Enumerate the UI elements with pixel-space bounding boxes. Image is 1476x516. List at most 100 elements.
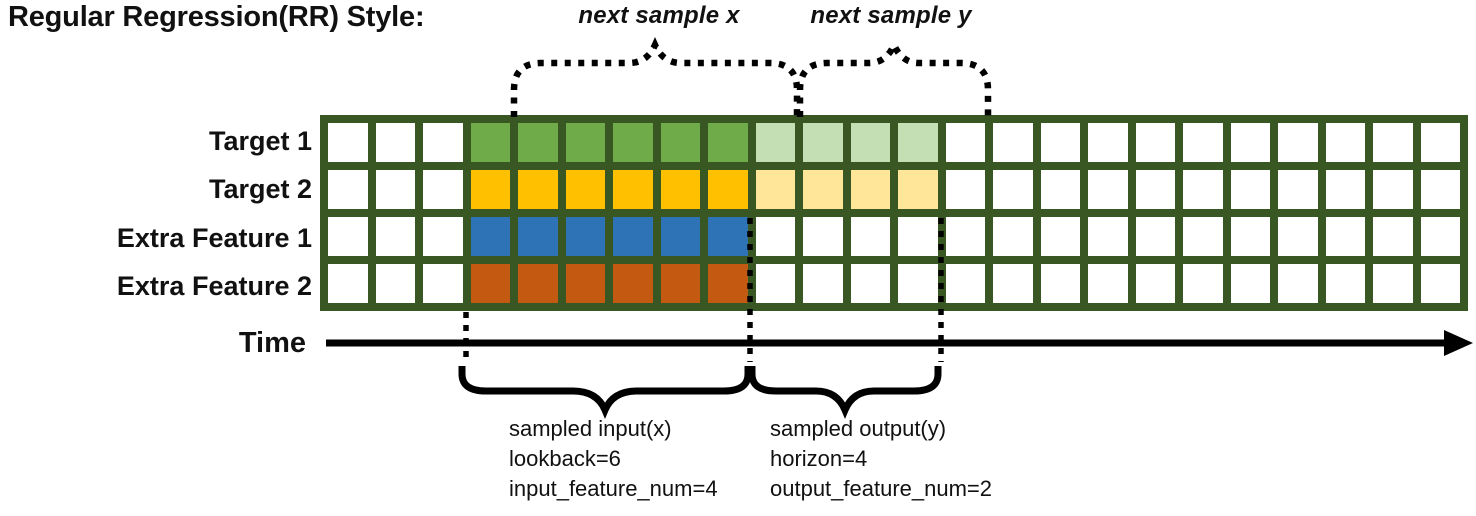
grid-cell [613,217,653,256]
grid-cell [1230,123,1270,162]
grid-cell [565,264,605,303]
grid-cell [660,217,700,256]
grid-cell [1325,170,1365,209]
grid-cell [1230,264,1270,303]
grid-cell [1373,170,1413,209]
grid-cell [1230,217,1270,256]
grid-cell [1420,123,1460,162]
grid-cell [1088,170,1128,209]
grid-cell [1040,170,1080,209]
grid-cell [423,264,463,303]
grid-cell [850,123,890,162]
grid-cell [898,123,938,162]
grid-cell [850,170,890,209]
grid-cell [1325,123,1365,162]
grid-cell [565,123,605,162]
row-label-extra-feature-1: Extra Feature 1 [116,222,312,253]
grid-cell [898,264,938,303]
grid-cell [1325,217,1365,256]
grid-cell [1325,264,1365,303]
row-label-extra-feature-2: Extra Feature 2 [116,271,312,302]
grid-cell [1183,170,1223,209]
grid-cell [1373,217,1413,256]
grid-cell [1088,123,1128,162]
row-label-target-2: Target 2 [208,174,312,205]
input-feature-num-value: input_feature_num=4 [509,476,718,501]
grid-cell [755,123,795,162]
grid-cell [803,217,843,256]
diagram-title: Regular Regression(RR) Style: [8,1,425,33]
grid-cell [850,264,890,303]
grid-cell [708,170,748,209]
grid-cell [470,217,510,256]
sampled-input-annotation: sampled input(x) lookback=6 input_featur… [509,414,718,504]
grid-cell [1420,170,1460,209]
grid-cell [423,123,463,162]
grid-cell [1278,264,1318,303]
grid-cell [708,217,748,256]
sampled-output-title: sampled output(y) [770,416,947,441]
grid-cell [518,170,558,209]
grid-cell [565,217,605,256]
grid-cell [518,264,558,303]
grid-cell [423,170,463,209]
grid-cell [375,170,415,209]
grid-cell [1135,264,1175,303]
grid-cell [803,123,843,162]
sampled-input-brace [458,366,752,420]
grid-cell [518,217,558,256]
grid-cell [1278,123,1318,162]
grid-cell [708,264,748,303]
grid-cell [945,217,985,256]
sampled-input-title: sampled input(x) [509,416,672,441]
grid-cell [1183,123,1223,162]
row-label-target-1: Target 1 [208,125,312,156]
grid-cell [470,170,510,209]
sampled-output-annotation: sampled output(y) horizon=4 output_featu… [770,414,992,504]
grid-cell [945,123,985,162]
grid-cell [613,123,653,162]
grid-cell [1373,123,1413,162]
grid-cell [470,264,510,303]
grid-cell [518,123,558,162]
grid-cell [565,170,605,209]
grid-cell [993,264,1033,303]
grid-cell [470,123,510,162]
grid-cell [755,217,795,256]
grid-cell [1135,170,1175,209]
lookback-value: lookback=6 [509,446,621,471]
grid-cell [708,123,748,162]
grid-cell [945,264,985,303]
grid-cell [613,170,653,209]
grid-cell [423,217,463,256]
horizon-value: horizon=4 [770,446,868,471]
grid-cell [1135,123,1175,162]
sampled-output-brace [748,366,942,420]
grid-cell [1278,170,1318,209]
grid-cell [1040,217,1080,256]
grid-cell [1135,217,1175,256]
grid-cell [1230,170,1270,209]
sample-grid [320,115,1468,311]
grid-cell [660,264,700,303]
grid-cell [755,264,795,303]
grid-cell [375,264,415,303]
grid-cell [1183,217,1223,256]
grid-cell [1088,217,1128,256]
next-sample-y-label: next sample y [810,2,972,29]
time-axis-label: Time [238,327,306,359]
row-label-column: Target 1 Target 2 Extra Feature 1 Extra … [0,117,312,311]
grid-cell [613,264,653,303]
grid-cell [803,264,843,303]
grid-cell [993,170,1033,209]
grid-cell [660,170,700,209]
grid-cell [993,217,1033,256]
grid-cell [993,123,1033,162]
grid-cell [1420,264,1460,303]
grid-cell [1420,217,1460,256]
grid-cell [803,170,843,209]
grid-cell [850,217,890,256]
grid-cell [755,170,795,209]
